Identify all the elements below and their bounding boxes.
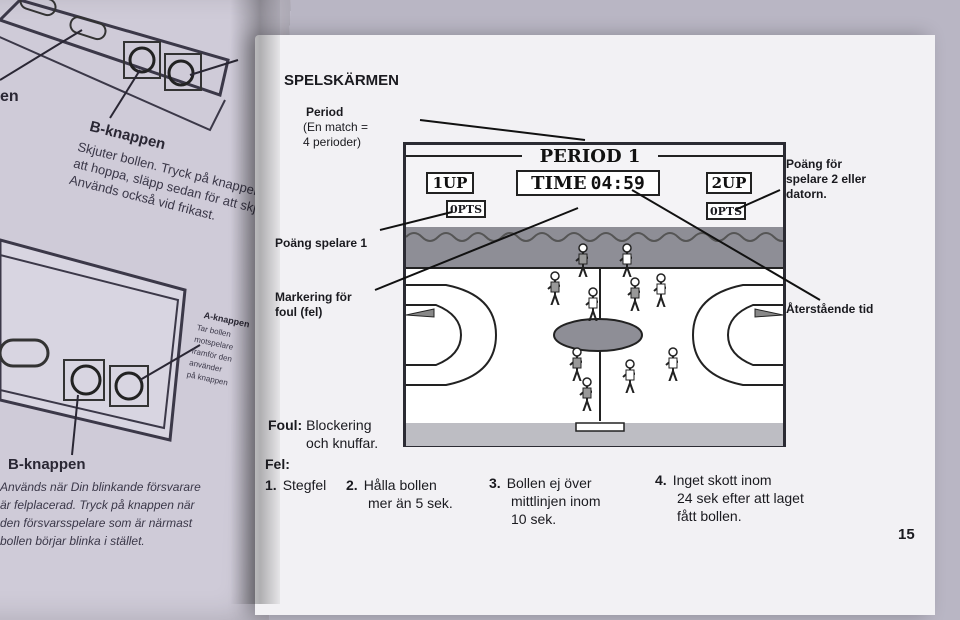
time-left-label: Återstående tid bbox=[786, 302, 874, 316]
time-label: TIME bbox=[531, 172, 587, 194]
fault-2-num: 2. bbox=[346, 477, 358, 493]
fault-item-3: 3. Bollen ej över mittlinjen inom 10 sek. bbox=[489, 474, 600, 528]
left-label-cut: en bbox=[0, 88, 19, 105]
p1-tag: 1UP bbox=[426, 172, 474, 194]
select-start-pill-icon-top bbox=[19, 0, 107, 41]
foul-marker-label: Markering för foul (fel) bbox=[275, 290, 352, 319]
player-sprite bbox=[579, 377, 592, 411]
player-sprite bbox=[619, 243, 632, 277]
p2-tag: 2UP bbox=[706, 172, 752, 194]
section-title: SPELSKÄRMEN bbox=[284, 72, 400, 89]
spine-shadow bbox=[230, 0, 280, 604]
fault-3-text-1: Bollen ej över bbox=[506, 475, 592, 491]
period-note: (En match = 4 perioder) bbox=[303, 120, 369, 149]
player-sprite bbox=[569, 347, 582, 381]
fault-2-text-1: Hålla bollen bbox=[363, 477, 437, 493]
player-sprite bbox=[575, 243, 588, 277]
player-sprite bbox=[622, 359, 635, 393]
fault-2-text-2: mer än 5 sek. bbox=[368, 495, 453, 511]
player-sprite bbox=[653, 273, 666, 307]
fault-4-text-3: fått bollen. bbox=[677, 508, 742, 524]
points-p2-label: Poäng för spelare 2 eller datorn. bbox=[786, 157, 867, 201]
b-button-title-bottom: B-knappen bbox=[8, 456, 86, 473]
p1-score-value: 0 bbox=[450, 202, 458, 216]
time-value: 04:59 bbox=[590, 172, 645, 194]
fault-item-4: 4. Inget skott inom 24 sek efter att lage… bbox=[655, 471, 804, 525]
foul-definition-line2: och knuffar. bbox=[306, 435, 379, 451]
fault-1-num: 1. bbox=[265, 477, 277, 493]
fault-3-num: 3. bbox=[489, 475, 501, 491]
game-screen: PERIOD 1 PERIOD 1 1UP TIME 04:59 2UP 0PT… bbox=[403, 142, 786, 447]
fault-4-num: 4. bbox=[655, 472, 667, 488]
p2-score-value: 0 bbox=[710, 204, 718, 218]
page-number: 15 bbox=[898, 526, 915, 543]
period-label: Period bbox=[306, 105, 344, 119]
player-sprite bbox=[665, 347, 678, 381]
p1-pts-suffix: PTS bbox=[457, 202, 483, 216]
fault-1-text: Stegfel bbox=[282, 477, 327, 493]
player-sprite bbox=[585, 287, 598, 321]
foul-term: Foul: bbox=[268, 417, 303, 433]
left-page-illustrations bbox=[0, 0, 280, 519]
b-button-desc-bottom: Används när Din blinkande försvarare är … bbox=[0, 480, 201, 548]
fault-3-text-2: mittlinjen inom bbox=[511, 493, 601, 509]
fault-3-text-3: 10 sek. bbox=[511, 511, 557, 527]
time-display: TIME 04:59 bbox=[516, 170, 660, 196]
fault-item-2: 2. Hålla bollen mer än 5 sek. bbox=[346, 476, 453, 512]
player-sprite bbox=[627, 277, 640, 311]
foul-definition-block: Foul: Blockering och knuffar. bbox=[268, 416, 378, 452]
period-banner-bg: PERIOD 1 bbox=[522, 145, 658, 167]
fault-4-text-2: 24 sek efter att laget bbox=[677, 490, 804, 506]
foul-definition-line1: Blockering bbox=[306, 417, 372, 433]
points-p1-label: Poäng spelare 1 bbox=[275, 236, 368, 250]
fault-4-text-1: Inget skott inom bbox=[672, 472, 772, 488]
player-sprite bbox=[547, 271, 560, 305]
p2-pts-suffix: PTS bbox=[717, 204, 743, 218]
period-text: PERIOD 1 bbox=[539, 145, 641, 167]
faults-title: Fel: bbox=[265, 456, 290, 472]
fault-item-1: 1. Stegfel bbox=[265, 476, 326, 494]
